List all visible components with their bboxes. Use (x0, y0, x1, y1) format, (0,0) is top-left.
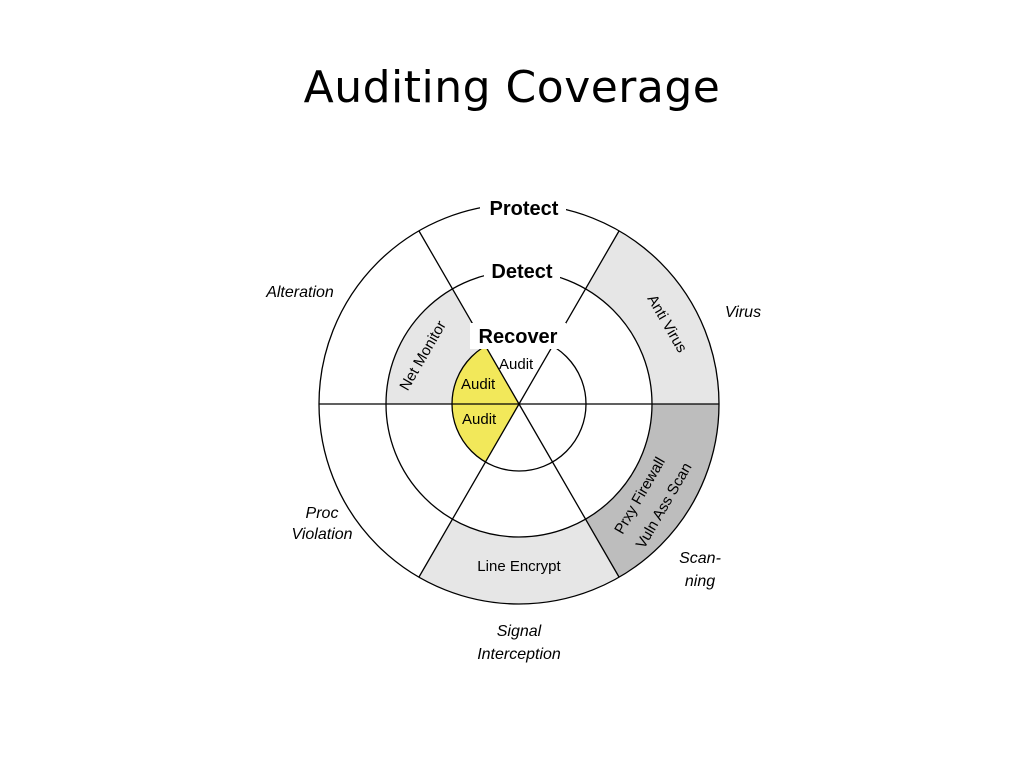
divider-upper-right (518, 230, 620, 405)
proc-violation-label-line2: Violation (291, 526, 352, 543)
protect-label: Protect (490, 198, 559, 220)
net-monitor-sector (386, 288, 486, 404)
audit-label-top: Audit (499, 356, 534, 373)
virus-label: Virus (725, 304, 761, 321)
proc-violation-label-line1: Proc (306, 505, 339, 522)
signal-interception-label-line1: Signal (497, 623, 542, 640)
detect-label: Detect (491, 261, 552, 283)
recover-label-bg (470, 323, 566, 349)
line-encrypt-sector (419, 519, 619, 604)
protect-label-bg (480, 195, 566, 221)
anti-virus-sector (585, 230, 719, 404)
scanning-label-line2: ning (685, 573, 715, 590)
audit-label-middle: Audit (461, 376, 496, 393)
audit-label-bottom: Audit (462, 411, 497, 428)
divider-upper-left (418, 230, 520, 405)
recover-label: Recover (479, 326, 558, 348)
proxy-firewall-sector (585, 404, 719, 578)
signal-interception-label-line2: Interception (477, 646, 561, 663)
divider-lower-right (518, 403, 620, 578)
slide-title: Auditing Coverage (303, 62, 721, 113)
line-encrypt-label: Line Encrypt (477, 558, 561, 575)
divider-lower-left (418, 403, 520, 578)
detect-label-bg (484, 258, 560, 284)
scanning-label-line1: Scan- (679, 550, 721, 567)
alteration-label: Alteration (265, 284, 334, 301)
